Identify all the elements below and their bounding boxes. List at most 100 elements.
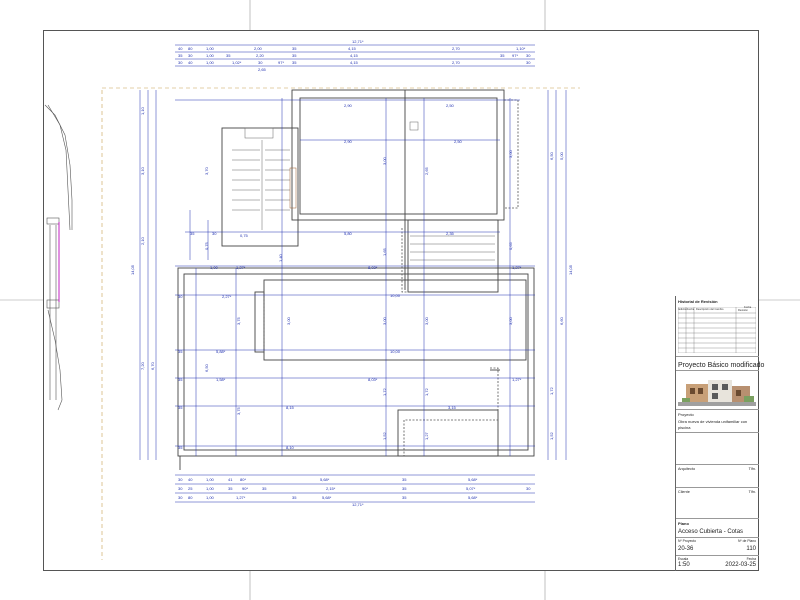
cliente-phone-label: Tlfn. bbox=[748, 490, 756, 494]
fecha-label: Fecha bbox=[746, 557, 756, 561]
svg-text:10,00: 10,00 bbox=[390, 349, 401, 354]
svg-text:3,70: 3,70 bbox=[204, 166, 209, 175]
svg-text:35: 35 bbox=[178, 377, 183, 382]
svg-text:3,00: 3,00 bbox=[286, 316, 291, 325]
num-plano-value: 110 bbox=[746, 546, 756, 552]
svg-text:5,68*: 5,68* bbox=[322, 495, 332, 500]
svg-text:8,03*: 8,03* bbox=[368, 377, 378, 382]
obra-description-line1: Obra nueva de vivienda unifamiliar con bbox=[678, 419, 748, 424]
revision-col-revision: Revisión bbox=[738, 309, 748, 312]
svg-text:30: 30 bbox=[526, 486, 531, 491]
escala-value: 1:50 bbox=[678, 562, 690, 568]
svg-text:2,90: 2,90 bbox=[344, 103, 353, 108]
svg-text:2,20: 2,20 bbox=[256, 53, 265, 58]
svg-text:1,00: 1,00 bbox=[206, 495, 215, 500]
svg-text:0,75: 0,75 bbox=[204, 241, 209, 250]
svg-text:5,88*: 5,88* bbox=[216, 349, 226, 354]
svg-text:35: 35 bbox=[402, 486, 407, 491]
svg-text:1,72: 1,72 bbox=[424, 387, 429, 396]
svg-text:35: 35 bbox=[292, 495, 297, 500]
svg-text:2,70: 2,70 bbox=[452, 60, 461, 65]
svg-text:2,15*: 2,15* bbox=[326, 486, 336, 491]
svg-text:1,00: 1,00 bbox=[210, 265, 219, 270]
svg-text:2,10: 2,10 bbox=[140, 236, 145, 245]
svg-text:35: 35 bbox=[402, 495, 407, 500]
svg-text:2,50: 2,50 bbox=[446, 103, 455, 108]
svg-text:1,27*: 1,27* bbox=[236, 265, 246, 270]
svg-text:1,27*: 1,27* bbox=[512, 265, 522, 270]
svg-text:97*: 97* bbox=[512, 53, 518, 58]
dimension-lines bbox=[139, 44, 567, 503]
num-plano-label: Nº de Plano bbox=[737, 539, 756, 543]
svg-text:6,70: 6,70 bbox=[150, 361, 155, 370]
svg-text:2,35: 2,35 bbox=[446, 231, 455, 236]
svg-text:1,65: 1,65 bbox=[382, 247, 387, 256]
svg-text:90*: 90* bbox=[242, 486, 248, 491]
svg-text:10,00: 10,00 bbox=[390, 293, 401, 298]
svg-text:5,68*: 5,68* bbox=[468, 495, 478, 500]
svg-text:5,68*: 5,68* bbox=[320, 477, 330, 482]
staircase bbox=[232, 121, 419, 230]
svg-text:1,10*: 1,10* bbox=[516, 46, 526, 51]
fecha-value: 2022-03-25 bbox=[725, 562, 756, 568]
svg-text:12,71*: 12,71* bbox=[352, 502, 364, 507]
svg-text:6,60: 6,60 bbox=[559, 316, 564, 325]
svg-text:35: 35 bbox=[228, 486, 233, 491]
svg-text:2,90: 2,90 bbox=[344, 139, 353, 144]
svg-text:1,02*: 1,02* bbox=[232, 60, 242, 65]
svg-text:25: 25 bbox=[188, 486, 193, 491]
svg-text:6,50: 6,50 bbox=[549, 151, 554, 160]
svg-text:3,75: 3,75 bbox=[236, 316, 241, 325]
revision-col-descripcion: Descripción del Cambio bbox=[696, 308, 724, 311]
svg-text:8,03*: 8,03* bbox=[368, 265, 378, 270]
side-elevation bbox=[44, 104, 73, 411]
svg-text:5,07*: 5,07* bbox=[466, 486, 476, 491]
escala-label: Escala bbox=[678, 557, 689, 561]
arquitecto-label: Arquitecto bbox=[678, 467, 696, 471]
svg-text:35: 35 bbox=[226, 53, 231, 58]
svg-text:2,65: 2,65 bbox=[424, 166, 429, 175]
svg-text:0,65: 0,65 bbox=[508, 241, 513, 250]
project-phase-title: Proyecto Básico modificado bbox=[678, 362, 765, 369]
cliente-label: Cliente bbox=[678, 490, 690, 494]
svg-text:5,68*: 5,68* bbox=[468, 477, 478, 482]
revision-col-fecha: Fecha bbox=[687, 308, 695, 311]
svg-text:80*: 80* bbox=[240, 477, 246, 482]
svg-text:1,00: 1,00 bbox=[206, 46, 215, 51]
svg-text:1,52: 1,52 bbox=[549, 431, 554, 440]
svg-text:30: 30 bbox=[178, 477, 183, 482]
svg-text:4,15: 4,15 bbox=[350, 53, 359, 58]
svg-text:1,40: 1,40 bbox=[278, 253, 283, 262]
svg-text:3,00: 3,00 bbox=[382, 156, 387, 165]
svg-text:8,10: 8,10 bbox=[286, 445, 295, 450]
svg-text:3,00: 3,00 bbox=[424, 316, 429, 325]
svg-text:30: 30 bbox=[178, 486, 183, 491]
num-proyecto-value: 20-36 bbox=[678, 546, 694, 552]
svg-text:1,58*: 1,58* bbox=[216, 377, 226, 382]
svg-text:3,00: 3,00 bbox=[508, 149, 513, 158]
svg-text:40: 40 bbox=[178, 46, 183, 51]
drawing-sheet-border bbox=[43, 30, 759, 571]
svg-text:40: 40 bbox=[188, 60, 193, 65]
svg-text:30: 30 bbox=[178, 495, 183, 500]
svg-text:30: 30 bbox=[188, 53, 193, 58]
building-render-thumbnail bbox=[678, 374, 756, 406]
svg-text:2,00: 2,00 bbox=[254, 46, 263, 51]
svg-text:35: 35 bbox=[262, 486, 267, 491]
svg-text:35: 35 bbox=[178, 405, 183, 410]
svg-text:4,15: 4,15 bbox=[348, 46, 357, 51]
svg-text:80: 80 bbox=[188, 46, 193, 51]
svg-text:5,00: 5,00 bbox=[559, 151, 564, 160]
svg-text:30: 30 bbox=[178, 294, 183, 299]
svg-text:1,00: 1,00 bbox=[206, 486, 215, 491]
num-proyecto-label: Nº Proyecto bbox=[678, 539, 697, 543]
revision-history-title: Historial de Revisión bbox=[678, 299, 718, 304]
svg-text:3,15: 3,15 bbox=[448, 405, 457, 410]
svg-text:2,50: 2,50 bbox=[454, 139, 463, 144]
svg-text:7,20: 7,20 bbox=[140, 361, 145, 370]
obra-label: Proyecto bbox=[678, 412, 694, 417]
revision-history-table: Edición Fecha Descripción del Cambio Fec… bbox=[677, 306, 757, 354]
revision-col-fecha-2: Fecha bbox=[744, 306, 752, 309]
plano-label: Plano bbox=[678, 521, 689, 526]
